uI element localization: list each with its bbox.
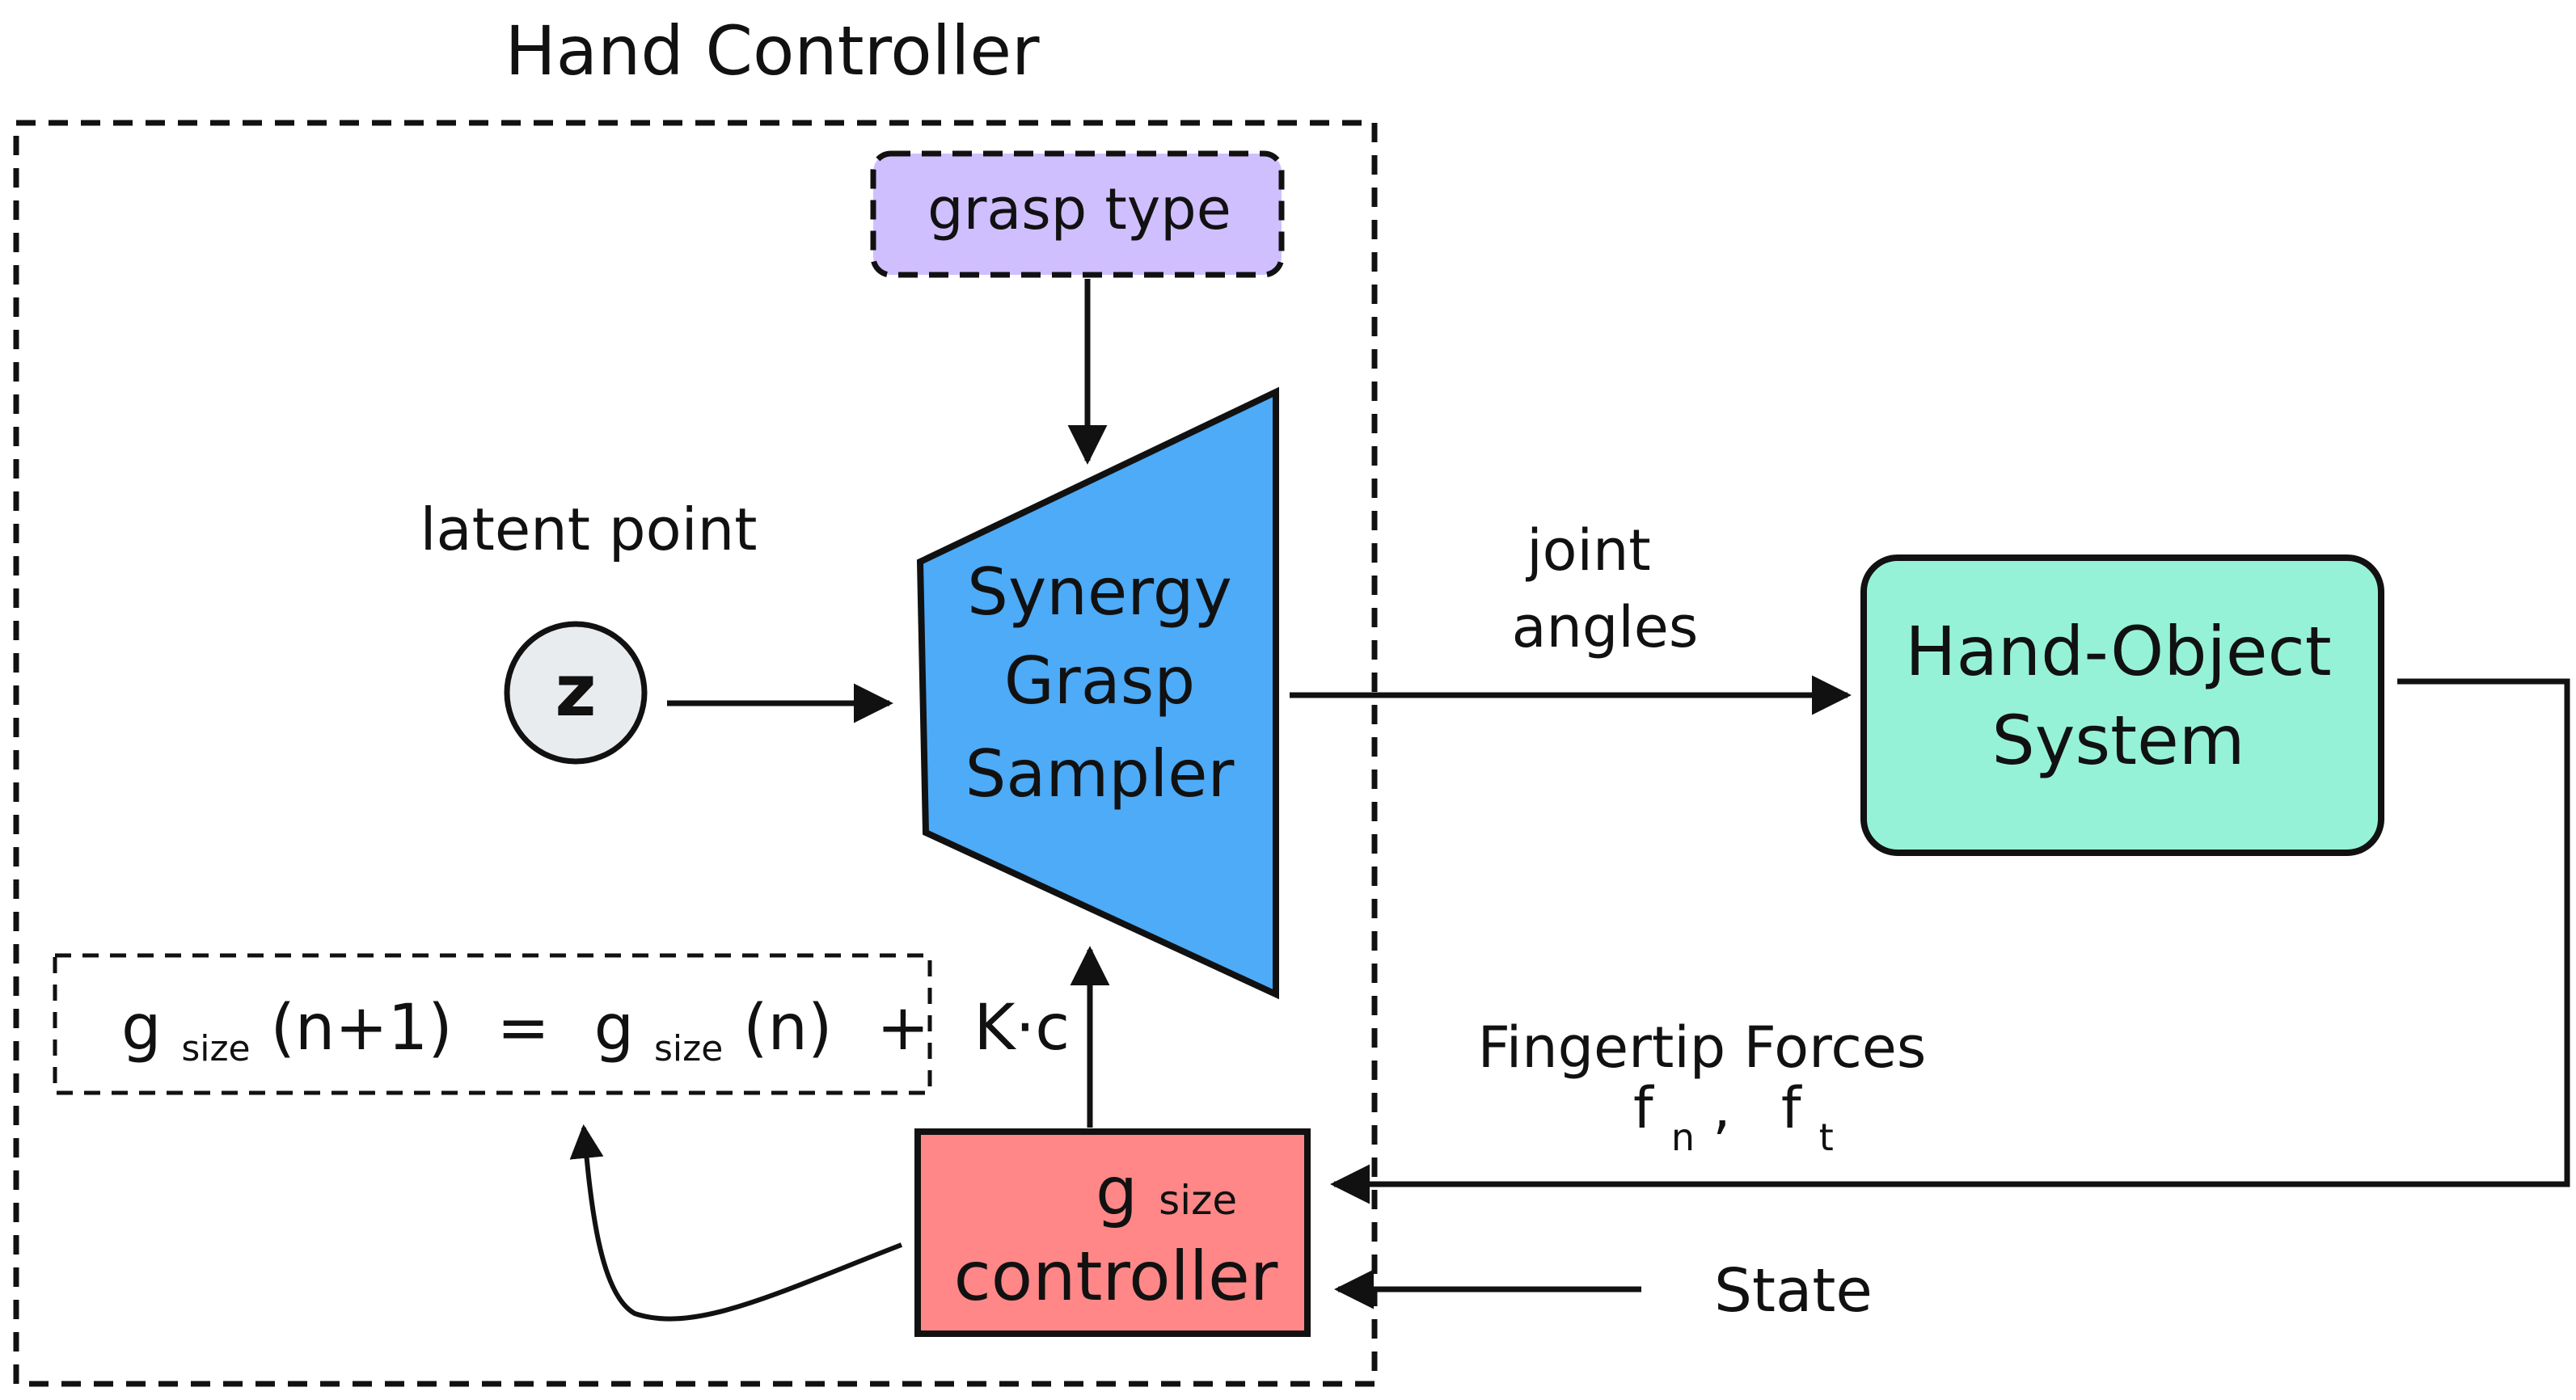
eq-lhs-g: g (121, 992, 162, 1065)
controller-g: g (1096, 1153, 1138, 1230)
hand-controller-boundary (13, 120, 1378, 1387)
hand-object-label-line1: Hand-Object (1905, 612, 2331, 691)
fingertip-forces-label: Fingertip Forces (1478, 1014, 1927, 1081)
latent-point-label: latent point (420, 495, 757, 563)
eq-plus: + (876, 992, 929, 1065)
ft-sub: t (1819, 1115, 1834, 1159)
ft-base: f (1781, 1075, 1802, 1141)
eq-rhs-g: g (594, 992, 635, 1065)
sampler-label-line2: Grasp (1004, 643, 1195, 719)
grasp-type-label: grasp type (927, 176, 1231, 242)
fn-base: f (1633, 1075, 1654, 1141)
update-equation-box (53, 953, 932, 1095)
controller-g-sub: size (1159, 1177, 1237, 1224)
joint-angles-label-line1: joint (1525, 517, 1651, 584)
forces-symbols: f n , f t (1633, 1075, 1834, 1164)
gsize-controller-node: g size controller (914, 1128, 1311, 1337)
synergy-grasp-sampler-shape (916, 386, 1279, 1000)
state-label: State (1714, 1256, 1873, 1326)
eq-lhs-arg: (n+1) (270, 992, 452, 1065)
eq-rhs-sub: size (654, 1028, 723, 1069)
eq-rhs-arg: (n) (743, 992, 832, 1065)
grasp-type-box (870, 150, 1285, 278)
forces-separator: , (1712, 1075, 1730, 1141)
sampler-label-line3: Sampler (965, 736, 1235, 812)
update-equation: g size (n+1) = g size (n) + K·c (121, 992, 1070, 1076)
update-equation-node: g size (n+1) = g size (n) + K·c (53, 953, 1070, 1095)
sampler-label-line1: Synergy (967, 555, 1232, 630)
joint-angles-label-line2: angles (1512, 594, 1699, 660)
eq-lhs-sub: size (181, 1028, 250, 1069)
latent-point-circle (504, 621, 648, 765)
hand-object-system-node: Hand-Object System (1860, 555, 2384, 856)
hand-object-label-line2: System (1991, 701, 2244, 780)
latent-symbol: z (555, 649, 596, 732)
controller-label: controller (954, 1237, 1278, 1316)
synergy-grasp-sampler-node: Synergy Grasp Sampler (916, 386, 1279, 1000)
hand-object-system-box (1860, 555, 2384, 856)
eq-gain: K·c (973, 992, 1070, 1065)
latent-point-node: z (504, 621, 648, 765)
fn-sub: n (1671, 1115, 1695, 1159)
gsize-controller-box (914, 1128, 1311, 1337)
eq-equals: = (497, 992, 550, 1065)
hand-controller-title: Hand Controller (505, 11, 1040, 91)
controller-gsize-symbol: g size (1096, 1153, 1237, 1230)
arrow-controller-to-equation (569, 1124, 903, 1322)
feedback-path-forces (1330, 678, 2570, 1204)
grasp-type-node: grasp type (870, 150, 1285, 278)
